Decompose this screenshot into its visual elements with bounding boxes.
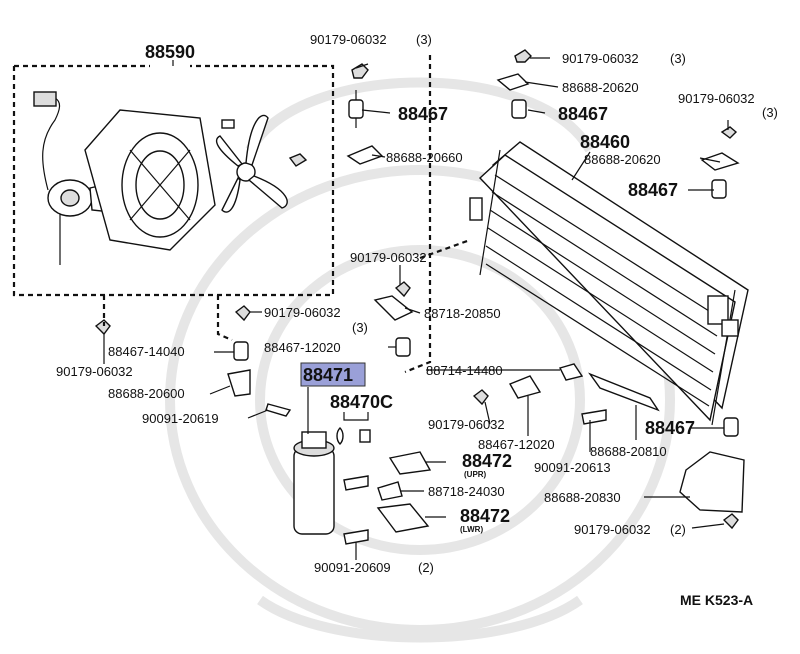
label-bracket-top-right: 88688-20620 xyxy=(562,80,639,95)
label-nut-mid-left: 90179-06032 xyxy=(264,305,341,320)
label-nut-mid-left-qty: (3) xyxy=(352,320,368,335)
label-bolt-lower-center: 90091-20613 xyxy=(534,460,611,475)
label-holder-lower: 88472 xyxy=(460,506,510,526)
label-cushion-center: 88467-12020 xyxy=(264,340,341,355)
label-nut-top-center-qty: (3) xyxy=(416,32,432,47)
label-cushion-top-right: 88467 xyxy=(558,104,608,124)
fan-assembly[interactable] xyxy=(12,60,335,297)
label-connector-lower: 88718-24030 xyxy=(428,484,505,499)
label-bolt-bottom: 90091-20609 xyxy=(314,560,391,575)
routing-lines xyxy=(102,55,471,374)
label-cushion-left: 88467-14040 xyxy=(108,344,185,359)
label-cushion-right: 88467 xyxy=(628,180,678,200)
label-nut-top-center: 90179-06032 xyxy=(310,32,387,47)
label-connector-center: 88718-20850 xyxy=(424,306,501,321)
label-tube-fitting: 88714-14480 xyxy=(426,363,503,378)
label-nut-far-right-qty: (3) xyxy=(762,105,778,120)
receiver[interactable] xyxy=(293,362,371,535)
label-nut-left: 90179-06032 xyxy=(56,364,133,379)
labels: 88590 90179-06032 (3) 90179-06032 (3) 88… xyxy=(56,32,778,608)
diagram-code: ME K523-A xyxy=(680,592,753,608)
label-oring-set: 88470C xyxy=(330,392,393,412)
label-nut-lowest-right-qty: (2) xyxy=(670,522,686,537)
label-holder-lower-note: (LWR) xyxy=(460,525,483,534)
label-cushion-top-center: 88467 xyxy=(398,104,448,124)
label-bracket-lowest-right: 88688-20830 xyxy=(544,490,621,505)
receiver-highlight xyxy=(300,362,366,387)
condenser[interactable] xyxy=(469,141,749,426)
label-bracket-lower-right: 88688-20810 xyxy=(590,444,667,459)
label-bracket-center: 88688-20660 xyxy=(386,150,463,165)
hardware xyxy=(94,49,745,545)
label-nut-lower-center: 90179-06032 xyxy=(428,417,505,432)
label-nut-lowest-right: 90179-06032 xyxy=(574,522,651,537)
leader-lines xyxy=(103,57,729,560)
label-nut-center: 90179-06032 xyxy=(350,250,427,265)
label-receiver: 88471 xyxy=(303,365,353,385)
label-bolt-left: 90091-20619 xyxy=(142,411,219,426)
label-nut-top-right-qty: (3) xyxy=(670,51,686,66)
label-nut-far-right: 90179-06032 xyxy=(678,91,755,106)
label-cushion-lower-center: 88467-12020 xyxy=(478,437,555,452)
label-88590: 88590 xyxy=(145,42,195,62)
label-holder-upper-note: (UPR) xyxy=(464,470,487,479)
watermark xyxy=(165,77,675,643)
label-bolt-bottom-qty: (2) xyxy=(418,560,434,575)
label-holder-upper: 88472 xyxy=(462,451,512,471)
label-bracket-right: 88688-20620 xyxy=(584,152,661,167)
label-nut-top-right: 90179-06032 xyxy=(562,51,639,66)
label-bracket-left: 88688-20600 xyxy=(108,386,185,401)
label-cushion-lower-right: 88467 xyxy=(645,418,695,438)
label-condenser: 88460 xyxy=(580,132,630,152)
